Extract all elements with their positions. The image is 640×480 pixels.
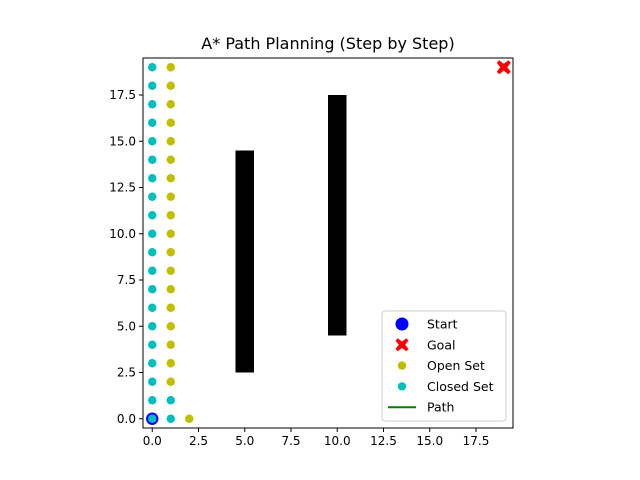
closed-set-point-15 xyxy=(148,137,157,146)
x-tick-label-3: 7.5 xyxy=(281,434,300,448)
closed-set-point-9 xyxy=(148,248,157,257)
closed-set-point-3 xyxy=(148,359,157,368)
legend-marker-start xyxy=(395,317,409,331)
closed-set-point-20 xyxy=(166,414,175,423)
x-tick-label-2: 5.0 xyxy=(235,434,254,448)
axes-frame xyxy=(142,57,514,429)
x-tick-label-1: 2.5 xyxy=(189,434,208,448)
y-tick-label-4: 10.0 xyxy=(109,227,136,241)
closed-set-point-19 xyxy=(148,63,157,72)
closed-set-point-6 xyxy=(148,303,157,312)
y-tick-label-1: 2.5 xyxy=(117,366,136,380)
legend-marker-closed-set xyxy=(397,382,407,391)
closed-set-point-16 xyxy=(148,118,157,127)
closed-set-point-12 xyxy=(148,192,157,201)
open-set-point-12 xyxy=(166,155,175,164)
open-set-point-7 xyxy=(166,248,175,257)
closed-set-point-1 xyxy=(148,396,157,405)
open-set-point-15 xyxy=(166,100,175,109)
legend-frame xyxy=(381,310,507,422)
open-set-point-0 xyxy=(166,377,175,386)
closed-set-point-18 xyxy=(148,81,157,90)
open-set-point-9 xyxy=(166,211,175,220)
y-tick-label-7: 17.5 xyxy=(109,88,136,102)
closed-set-point-13 xyxy=(148,174,157,183)
y-tick-label-3: 7.5 xyxy=(117,273,136,287)
closed-set-point-8 xyxy=(148,266,157,275)
y-tick-label-2: 5.0 xyxy=(117,319,136,333)
obstacle-1 xyxy=(235,150,254,373)
x-tick-label-6: 15.0 xyxy=(416,434,443,448)
legend-label-open-set: Open Set xyxy=(427,358,485,373)
x-tick-label-4: 10.0 xyxy=(324,434,351,448)
legend-label-closed-set: Closed Set xyxy=(427,379,494,394)
open-set-point-14 xyxy=(166,118,175,127)
open-set-point-13 xyxy=(166,137,175,146)
start-closed-overlay xyxy=(148,414,157,423)
open-set-point-2 xyxy=(166,340,175,349)
legend-marker-open-set xyxy=(397,361,407,370)
y-tick-label-5: 12.5 xyxy=(109,181,136,195)
chart-title: A* Path Planning (Step by Step) xyxy=(201,34,454,53)
open-set-point-3 xyxy=(166,322,175,331)
closed-set-point-14 xyxy=(148,155,157,164)
open-set-point-18 xyxy=(185,414,194,423)
closed-set-point-7 xyxy=(148,285,157,294)
open-set-point-4 xyxy=(166,303,175,312)
closed-set-point-10 xyxy=(148,229,157,238)
closed-set-point-17 xyxy=(148,100,157,109)
open-set-point-6 xyxy=(166,266,175,275)
obstacle-2 xyxy=(328,95,347,336)
open-set-point-16 xyxy=(166,81,175,90)
open-set-point-5 xyxy=(166,285,175,294)
y-tick-label-0: 0.0 xyxy=(117,412,136,426)
legend-marker-goal xyxy=(395,338,409,352)
open-set-point-1 xyxy=(166,359,175,368)
x-tick-label-5: 12.5 xyxy=(370,434,397,448)
y-tick-label-6: 15.0 xyxy=(109,134,136,148)
closed-set-point-2 xyxy=(148,377,157,386)
closed-set-point-11 xyxy=(148,211,157,220)
plot-area xyxy=(146,60,511,425)
open-set-point-11 xyxy=(166,174,175,183)
open-set-point-10 xyxy=(166,192,175,201)
legend-label-goal: Goal xyxy=(427,337,455,352)
goal-marker xyxy=(496,60,511,75)
closed-set-point-4 xyxy=(148,340,157,349)
open-set-point-17 xyxy=(166,63,175,72)
legend-label-start: Start xyxy=(427,317,458,332)
open-set-point-8 xyxy=(166,229,175,238)
closed-set-point-21 xyxy=(166,396,175,405)
legend-label-path: Path xyxy=(427,400,454,415)
x-tick-label-0: 0.0 xyxy=(143,434,162,448)
x-tick-label-7: 17.5 xyxy=(463,434,490,448)
axes: 0.0 2.5 5.0 7.5 10.0 12.5 15.0 17.5 0.0 2.5 5.0 7.5… xyxy=(109,57,514,448)
closed-set-point-5 xyxy=(148,322,157,331)
